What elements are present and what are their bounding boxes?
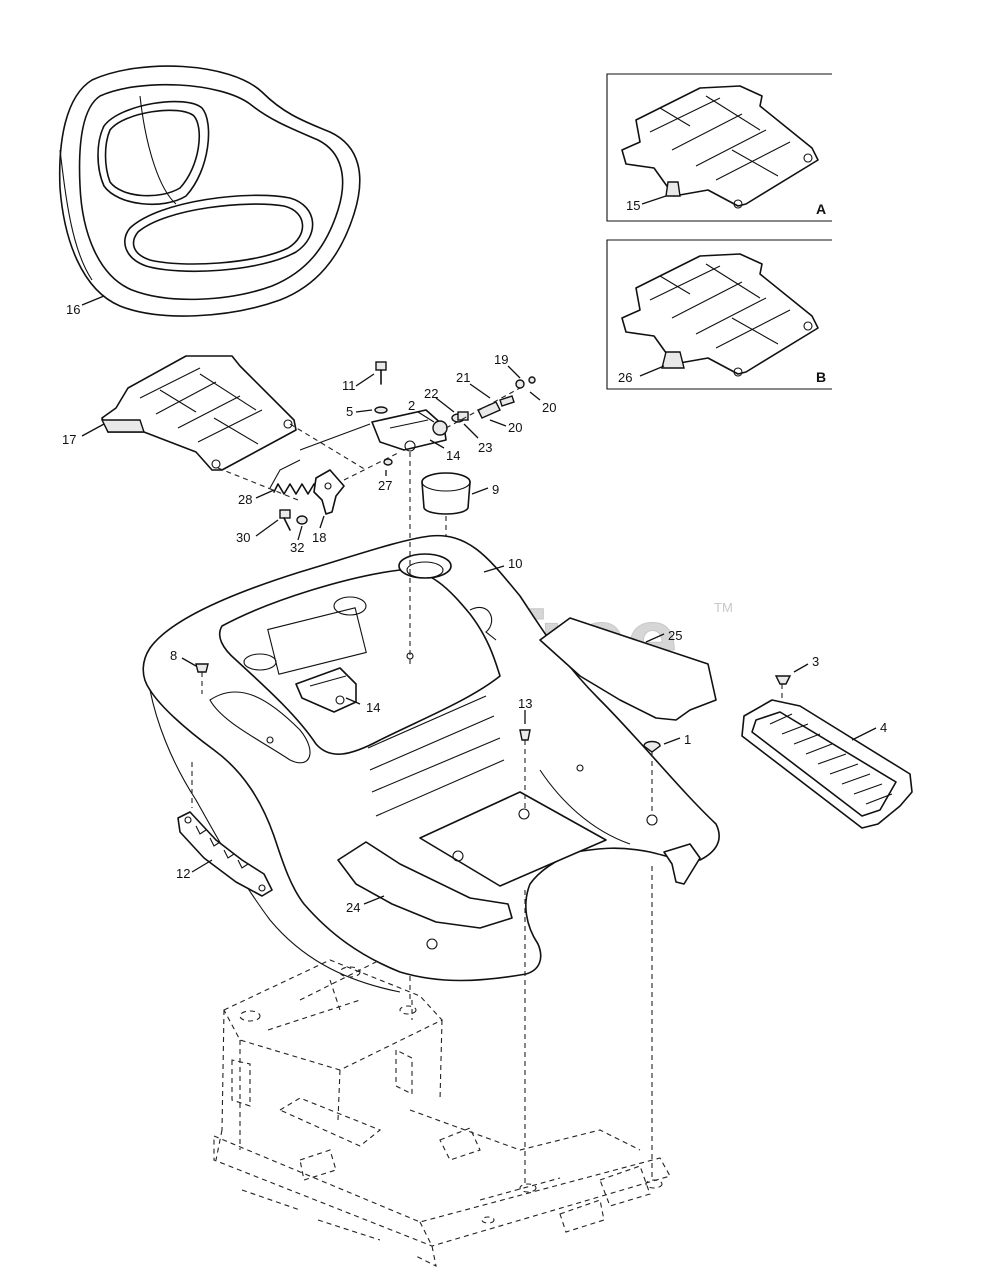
inset-a bbox=[606, 73, 832, 222]
latch-part-18[interactable] bbox=[313, 469, 345, 515]
inset-b-seat-pan bbox=[621, 253, 819, 377]
callout-3: 3 bbox=[812, 654, 819, 669]
seat-part[interactable] bbox=[58, 65, 361, 317]
screw-part-13[interactable] bbox=[519, 729, 531, 741]
bolt-part-11[interactable] bbox=[375, 361, 387, 385]
callout-14-upper: 14 bbox=[446, 448, 460, 463]
seat-pan-part[interactable] bbox=[100, 355, 297, 471]
callout-2: 2 bbox=[408, 398, 415, 413]
callout-11: 11 bbox=[342, 378, 356, 393]
callout-9: 9 bbox=[492, 482, 499, 497]
frame-reference bbox=[213, 959, 671, 1267]
callout-18: 18 bbox=[312, 530, 326, 545]
callout-17: 17 bbox=[62, 432, 76, 447]
callout-22: 22 bbox=[424, 386, 438, 401]
bracket-part-upper[interactable] bbox=[371, 409, 447, 452]
callout-14-lower: 14 bbox=[366, 700, 380, 715]
callout-13: 13 bbox=[518, 696, 532, 711]
callout-8: 8 bbox=[170, 648, 177, 663]
callout-27: 27 bbox=[378, 478, 392, 493]
callout-30: 30 bbox=[236, 530, 250, 545]
screw-part-3[interactable] bbox=[774, 675, 792, 685]
callout-16: 16 bbox=[66, 302, 80, 317]
screw-part-19[interactable] bbox=[515, 376, 536, 389]
callout-15: 15 bbox=[626, 198, 640, 213]
inset-b-label: B bbox=[816, 369, 826, 385]
inset-a-seat-pan bbox=[621, 85, 819, 209]
callout-5: 5 bbox=[346, 404, 353, 419]
callout-4: 4 bbox=[880, 720, 887, 735]
fender-part[interactable] bbox=[142, 534, 720, 993]
callout-12: 12 bbox=[176, 866, 190, 881]
callout-21: 21 bbox=[456, 370, 470, 385]
callout-20-upper: 20 bbox=[542, 400, 556, 415]
callout-24: 24 bbox=[346, 900, 360, 915]
washer-part-32[interactable] bbox=[296, 515, 308, 525]
inset-a-label: A bbox=[816, 201, 826, 217]
pad-part-25[interactable] bbox=[539, 617, 717, 721]
inset-b bbox=[606, 239, 832, 390]
callout-25: 25 bbox=[668, 628, 682, 643]
footrest-part-4[interactable] bbox=[741, 699, 913, 829]
bolt-part-30[interactable] bbox=[279, 509, 291, 531]
watermark-trademark: TM bbox=[714, 600, 733, 615]
screw-part-1[interactable] bbox=[643, 740, 661, 753]
screw-part-8[interactable] bbox=[195, 663, 209, 673]
callout-32: 32 bbox=[290, 540, 304, 555]
callout-19: 19 bbox=[494, 352, 508, 367]
callout-23: 23 bbox=[478, 440, 492, 455]
washer-part-27[interactable] bbox=[383, 458, 393, 466]
clip-part-21[interactable] bbox=[477, 395, 515, 419]
washer-part-5[interactable] bbox=[374, 406, 388, 414]
callout-20-lower: 20 bbox=[508, 420, 522, 435]
callout-1: 1 bbox=[684, 732, 691, 747]
callout-28: 28 bbox=[238, 492, 252, 507]
nut-part-2[interactable] bbox=[432, 420, 448, 436]
shift-plate-part-12[interactable] bbox=[177, 811, 273, 897]
spacer-part-23[interactable] bbox=[457, 411, 469, 421]
callout-26: 26 bbox=[618, 370, 632, 385]
cap-part-9[interactable] bbox=[421, 472, 471, 515]
callout-10: 10 bbox=[508, 556, 522, 571]
